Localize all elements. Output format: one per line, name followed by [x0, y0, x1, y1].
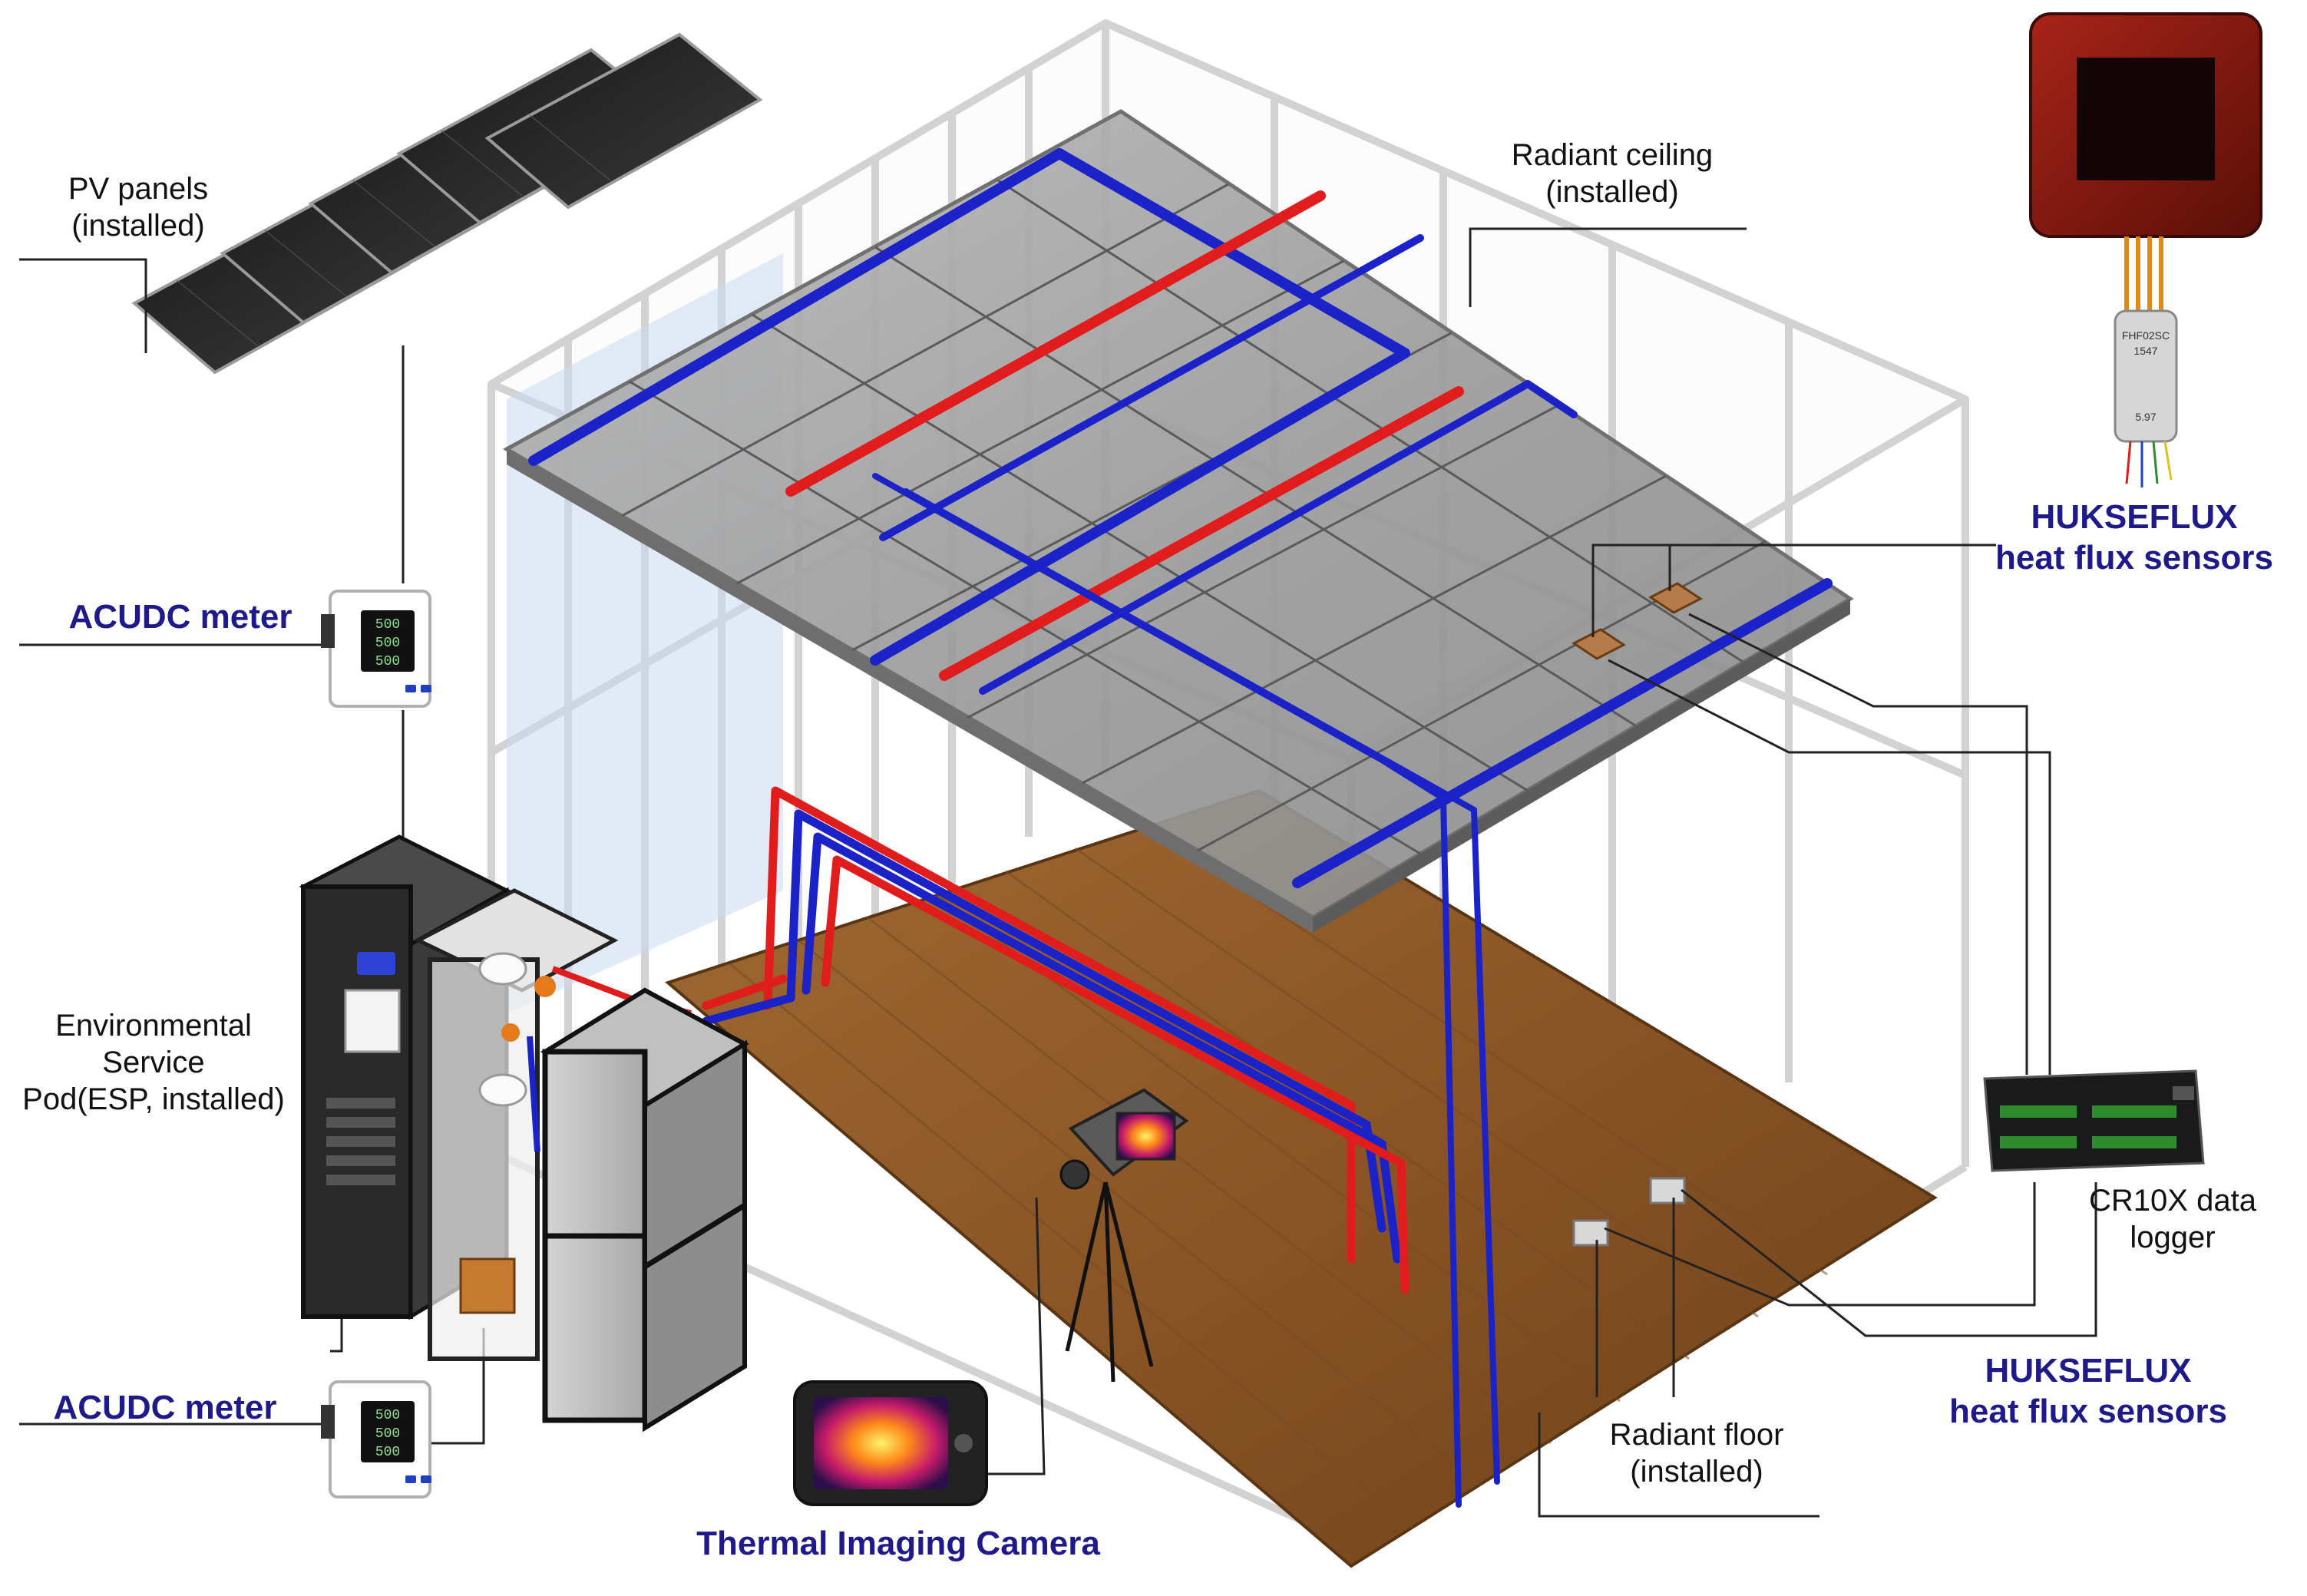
cr10x-data-logger: [1983, 1069, 2205, 1172]
meter-top-line-2: 500: [375, 636, 400, 651]
label-thermal-camera: Thermal Imaging Camera: [696, 1525, 1100, 1562]
acudc-meter-top: 500 500 500: [321, 590, 431, 708]
label-esp: Environmental Service Pod(ESP, installed…: [22, 1009, 285, 1116]
acudc-meter-bottom: 500 500 500: [321, 1380, 431, 1499]
meter-bottom-line-2: 500: [375, 1426, 400, 1442]
thermal-camera-on-tripod: [1059, 1088, 1189, 1383]
meter-top-line-3: 500: [375, 654, 400, 669]
ceiling-pipes: [528, 148, 1833, 1508]
floor-sensor-1: [1572, 1219, 1609, 1247]
sensor-sensitivity: 5.97: [2135, 411, 2156, 423]
sensor-model: FHF02SC: [2122, 329, 2170, 342]
label-acudc-meter-top: ACUDC meter: [68, 598, 293, 636]
label-pv-panels: PV panels (installed): [68, 172, 209, 243]
label-radiant-floor: Radiant floor (installed): [1609, 1418, 1784, 1489]
label-acudc-meter-bottom: ACUDC meter: [53, 1389, 277, 1426]
meter-bottom-line-1: 500: [375, 1408, 400, 1423]
environmental-service-pod: [299, 834, 750, 1432]
meter-top-line-1: 500: [375, 617, 400, 633]
hukseflux-sensor-device: FHF02SC 1547 5.97: [2029, 12, 2262, 487]
thermal-camera-handheld: [793, 1380, 988, 1506]
floor-sensor-2: [1649, 1177, 1686, 1204]
pv-panels: [131, 32, 763, 375]
label-radiant-ceiling: Radiant ceiling (installed): [1511, 138, 1714, 209]
label-cr10x: CR10X data logger: [2089, 1184, 2256, 1254]
label-hukseflux-top: HUKSEFLUX heat flux sensors: [1995, 498, 2273, 577]
label-hukseflux-bottom: HUKSEFLUX heat flux sensors: [1949, 1352, 2227, 1430]
meter-bottom-line-3: 500: [375, 1445, 400, 1460]
ceiling-sensor-2: [1648, 582, 1703, 614]
radiant-ceiling: [502, 109, 1854, 933]
leader-lines: [19, 227, 2097, 1518]
sensor-serial: 1547: [2133, 345, 2157, 357]
floor-pipes: [702, 786, 1410, 1294]
ceiling-sensor-1: [1572, 628, 1626, 660]
radiant-floor: [664, 788, 1938, 1568]
